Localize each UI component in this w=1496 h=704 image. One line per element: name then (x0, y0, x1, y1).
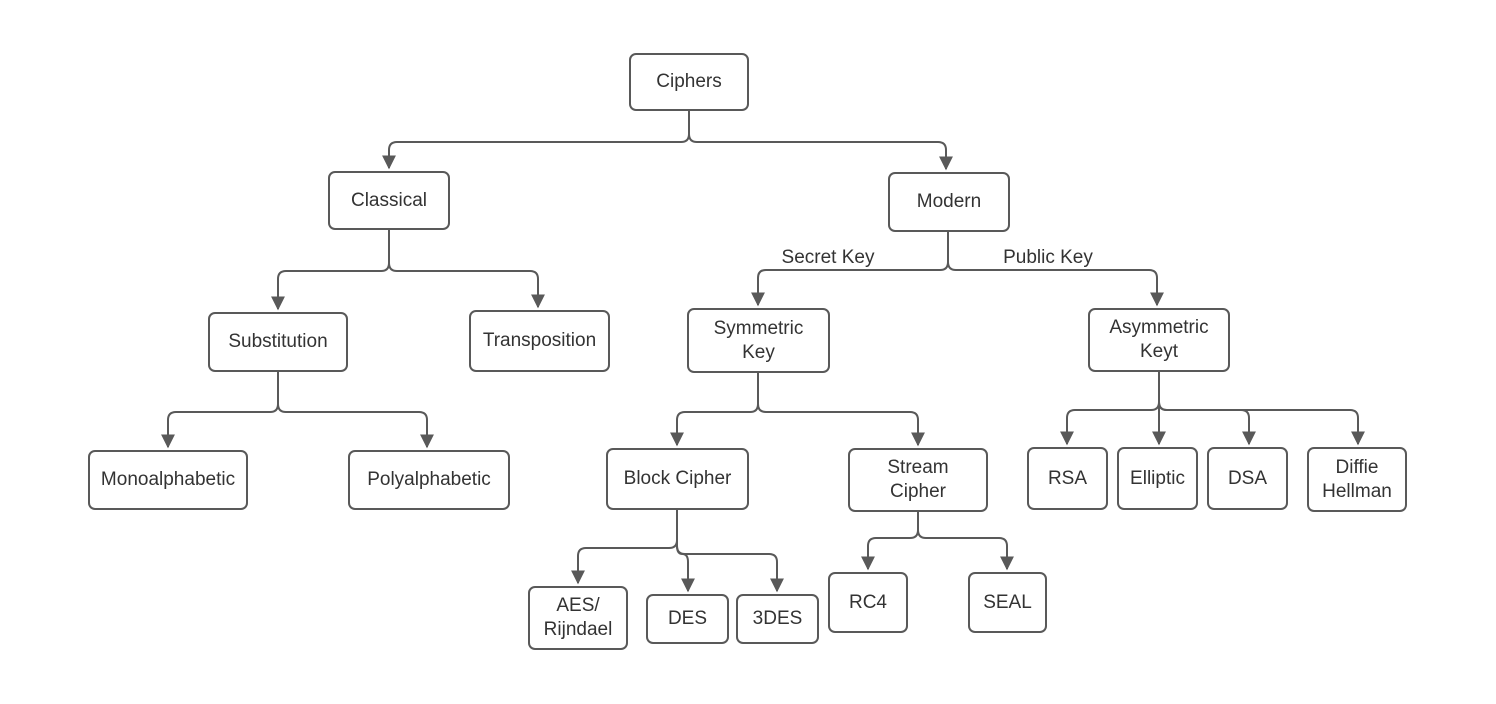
node-seal: SEAL (968, 572, 1047, 633)
edge-connector (1158, 372, 1256, 446)
edge-connector (571, 510, 678, 585)
edge-connector (1060, 372, 1160, 446)
node-ciphers: Ciphers (629, 53, 749, 111)
node-asymmetric-keyt: Asymmetric Keyt (1088, 308, 1230, 372)
edge-label-public-key: Public Key (1003, 247, 1093, 268)
edge-connector (161, 372, 279, 449)
node-substitution: Substitution (208, 312, 348, 372)
edge-connector (382, 111, 690, 170)
node-transposition: Transposition (469, 310, 610, 372)
node-aes-rijndael: AES/ Rijndael (528, 586, 628, 650)
edge-connector (861, 512, 919, 571)
edge-connector (917, 512, 1014, 571)
edge-connector (277, 372, 434, 449)
node-rc4: RC4 (828, 572, 908, 633)
node-modern: Modern (888, 172, 1010, 232)
edge-connector (1158, 372, 1365, 446)
edge-label-secret-key: Secret Key (781, 247, 875, 268)
node-rsa: RSA (1027, 447, 1108, 510)
node-polyalphabetic: Polyalphabetic (348, 450, 510, 510)
node-symmetric-key: Symmetric Key (687, 308, 830, 373)
edge-connector (757, 373, 925, 447)
edge-connector (676, 510, 784, 593)
edge-connector (688, 111, 953, 171)
edge-connector (947, 232, 1164, 307)
node-stream-cipher: Stream Cipher (848, 448, 988, 512)
node-classical: Classical (328, 171, 450, 230)
edge-connector (670, 373, 759, 447)
edge-connector (388, 230, 545, 309)
node-elliptic: Elliptic (1117, 447, 1198, 510)
node-diffie-hellman: Diffie Hellman (1307, 447, 1407, 512)
node-des: DES (646, 594, 729, 644)
node-dsa: DSA (1207, 447, 1288, 510)
node-3des: 3DES (736, 594, 819, 644)
node-block-cipher: Block Cipher (606, 448, 749, 510)
edge-connector (271, 230, 390, 311)
node-monoalphabetic: Monoalphabetic (88, 450, 248, 510)
